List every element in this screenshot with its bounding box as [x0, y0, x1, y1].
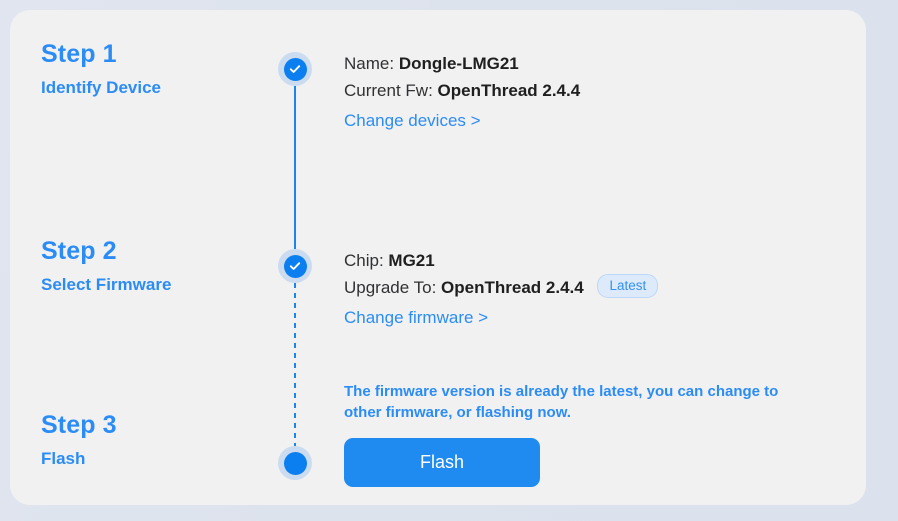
step-title: Step 2 [41, 237, 117, 265]
chip-row: Chip: MG21 [344, 247, 658, 274]
step-title: Step 1 [41, 40, 117, 68]
step-marker-2[interactable] [278, 249, 312, 283]
current-firmware-value: OpenThread 2.4.4 [437, 81, 581, 100]
wizard-card: Step 1 Identify Device Step 2 Select Fir… [10, 10, 866, 505]
step-1-content: Name: Dongle-LMG21 Current Fw: OpenThrea… [344, 50, 580, 134]
stepper-rail [10, 10, 866, 505]
chip-label: Chip: [344, 251, 384, 270]
change-devices-link[interactable]: Change devices > [344, 111, 481, 130]
check-circle-icon [283, 254, 307, 278]
change-firmware-link[interactable]: Change firmware > [344, 308, 489, 327]
step-subtitle: Flash [41, 449, 86, 468]
step-2-content: Chip: MG21 Upgrade To: OpenThread 2.4.4 … [344, 247, 659, 331]
step-3-content: The firmware version is already the late… [344, 381, 814, 487]
step-marker-3[interactable] [278, 446, 312, 480]
step-subtitle: Identify Device [41, 78, 161, 97]
device-name-label: Name: [344, 54, 395, 73]
upgrade-to-label: Upgrade To: [344, 278, 437, 297]
dot-circle-icon [283, 451, 307, 475]
step-label-2: Step 2 Select Firmware [41, 236, 171, 296]
device-name-value: Dongle-LMG21 [398, 54, 519, 73]
flash-button[interactable]: Flash [344, 438, 540, 487]
latest-badge: Latest [597, 274, 659, 298]
step-marker-1[interactable] [278, 52, 312, 86]
connector-step2-step3 [294, 283, 296, 446]
step-title: Step 3 [41, 411, 117, 439]
device-name-row: Name: Dongle-LMG21 [344, 50, 580, 77]
step-subtitle: Select Firmware [41, 275, 172, 294]
connector-step1-step2 [294, 86, 296, 249]
upgrade-to-value: OpenThread 2.4.4 [441, 278, 584, 297]
check-circle-icon [283, 57, 307, 81]
firmware-status-notice: The firmware version is already the late… [344, 383, 779, 421]
current-firmware-row: Current Fw: OpenThread 2.4.4 [344, 77, 580, 104]
upgrade-to-row: Upgrade To: OpenThread 2.4.4 Latest [344, 274, 659, 301]
chip-value: MG21 [388, 251, 435, 270]
step-label-3: Step 3 Flash [41, 410, 117, 470]
step-label-1: Step 1 Identify Device [41, 39, 161, 99]
current-firmware-label: Current Fw: [344, 81, 433, 100]
